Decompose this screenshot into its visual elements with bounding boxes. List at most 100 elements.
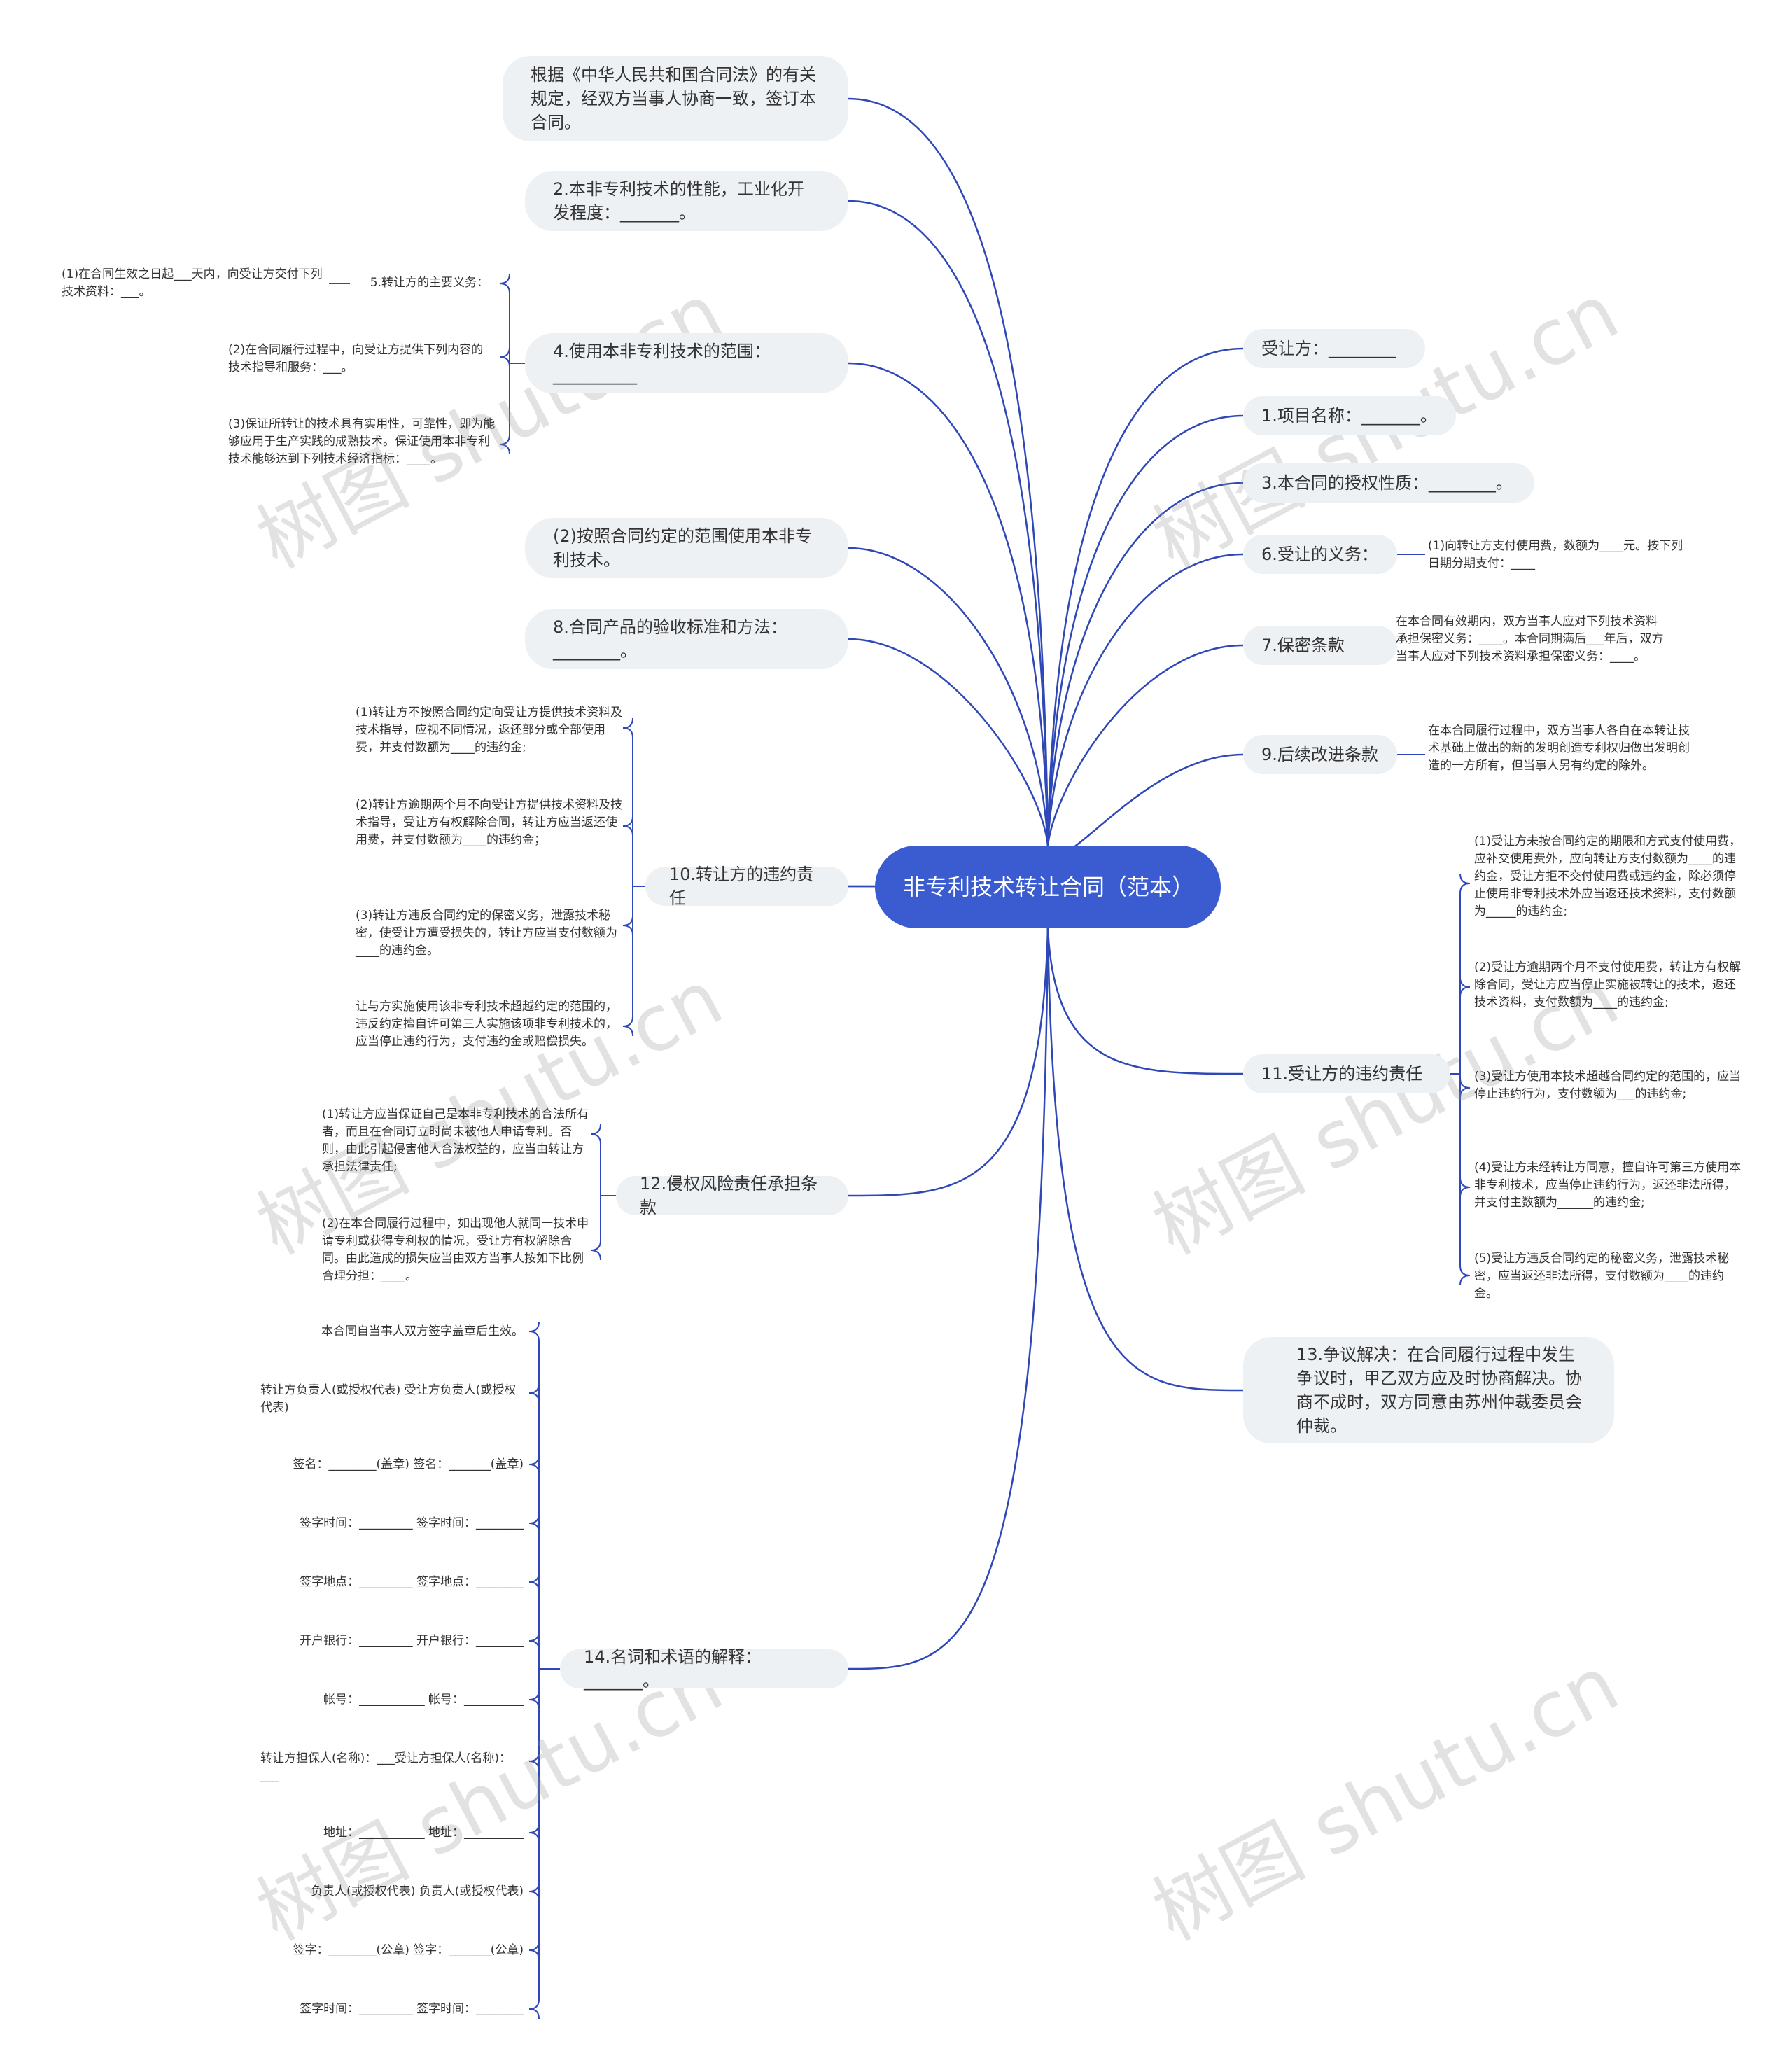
connector <box>528 1630 540 1642</box>
connector <box>848 97 1049 846</box>
connector <box>528 1832 540 1843</box>
leaf-transferee-liability-2: (2)受让方逾期两个月不支付使用费，转让方有权解除合同，受让方应当停止实施被转让… <box>1474 960 1742 1009</box>
leaf-sign-9: 地址：___________ 地址：__________ <box>323 1826 524 1840</box>
leaf-reliability: (3)保证所转让的技术具有实用性，可靠性，即为能够应用于生产实践的成熟技术。保证… <box>228 417 496 466</box>
connector <box>528 1689 540 1700</box>
connector <box>1046 553 1244 846</box>
leaf-sign-4: 签字时间：_________ 签字时间：________ <box>300 1516 524 1530</box>
branch-acceptance[interactable]: 8.合同产品的验收标准和方法：________。 <box>525 609 848 669</box>
connector <box>528 1392 540 1404</box>
leaf-infringement-2: (2)在本合同履行过程中，如出现他人就同一技术申请专利或获得专利权的情况，受让方… <box>322 1217 589 1283</box>
leaf-sign-11: 签字：________(公章) 签字：_______(公章) <box>293 1943 524 1957</box>
connector <box>528 1949 540 1961</box>
connector <box>1460 976 1471 988</box>
leaf-infringement-1: (1)转让方应当保证自己是本非专利技术的合法所有者，而且在合同订立时尚未被他人申… <box>322 1107 589 1174</box>
branch-improvements[interactable]: 9.后续改进条款 <box>1243 735 1397 774</box>
connector <box>1046 927 1244 1392</box>
branch-infringement-risk[interactable]: 12.侵权风险责任承担条款 <box>616 1174 848 1217</box>
branch-usage-scope[interactable]: 4.使用本非专利技术的范围：__________ <box>525 333 848 393</box>
connector <box>622 915 634 926</box>
leaf-pay-fee: (1)向转让方支付使用费，数额为____元。按下列日期分期支付：____ <box>1428 539 1684 570</box>
connector <box>528 2008 540 2019</box>
connector <box>1460 1275 1471 1286</box>
connector <box>528 1331 540 1342</box>
connector <box>499 356 510 368</box>
branch-terms-definition[interactable]: 14.名词和术语的解释：_______。 <box>560 1647 848 1690</box>
connector <box>1460 986 1471 997</box>
leaf-sign-5: 签字地点：_________ 签字地点：________ <box>300 1575 524 1589</box>
leaf-sign-12: 签字时间：_________ 签字时间：________ <box>300 2002 524 2016</box>
connector <box>848 547 1049 846</box>
connector <box>499 444 510 455</box>
connector <box>499 434 510 445</box>
connector <box>528 1751 540 1762</box>
connector <box>528 1321 540 1332</box>
connector <box>622 718 634 729</box>
connector <box>528 1699 540 1710</box>
connector <box>848 200 1049 846</box>
connector <box>1460 883 1471 894</box>
branch-transferee-liability[interactable]: 11.受让方的违约责任 <box>1243 1054 1450 1093</box>
connector <box>528 1454 540 1465</box>
branch-transferee-duties[interactable]: 6.受让的义务： <box>1243 535 1397 574</box>
connector <box>528 1640 540 1651</box>
leaf-sign-10: 负责人(或授权代表) 负责人(或授权代表) <box>311 1884 524 1898</box>
branch-performance[interactable]: 2.本非专利技术的性能，工业化开发程度：_______。 <box>525 171 848 231</box>
connector <box>528 1891 540 1902</box>
connector <box>590 1240 601 1251</box>
connector <box>848 927 1049 1670</box>
connector <box>1460 1077 1471 1088</box>
branch-project-name[interactable]: 1.项目名称：_______。 <box>1243 396 1456 435</box>
connector <box>528 1760 540 1772</box>
leaf-transferee-liability-5: (5)受让方违反合同约定的秘密义务，泄露技术秘密，应当返还非法所得，支付数额为_… <box>1474 1252 1730 1301</box>
branch-transferee[interactable]: 受让方：________ <box>1243 329 1425 368</box>
sub-transferor-duties: 5.转让方的主要义务： <box>370 276 489 290</box>
connector <box>528 1464 540 1475</box>
connector <box>1460 1087 1471 1098</box>
leaf-transferee-liability-4: (4)受让方未经转让方同意，擅自许可第三方使用本非专利技术，应当停止违约行为，返… <box>1474 1161 1742 1210</box>
branch-confidentiality[interactable]: 7.保密条款 <box>1243 626 1397 665</box>
leaf-liability-2: (2)转让方逾期两个月不向受让方提供技术资料及技术指导，受让方有权解除合同，转让… <box>356 798 623 847</box>
connector <box>1460 1265 1471 1276</box>
connector <box>528 1382 540 1394</box>
leaf-improvements: 在本合同履行过程中，双方当事人各自在本转让技术基础上做出的新的发明创造专利权归做… <box>1428 724 1690 773</box>
connector <box>1046 482 1244 846</box>
leaf-sign-1: 本合同自当事人双方签字盖章后生效。 <box>321 1324 524 1338</box>
branch-transferor-liability[interactable]: 10.转让方的违约责任 <box>645 864 848 908</box>
connector <box>499 273 510 284</box>
branch-use-as-agreed[interactable]: (2)按照合同约定的范围使用本非专利技术。 <box>525 518 848 578</box>
connector <box>528 1513 540 1524</box>
leaf-liability-3: (3)转让方违反合同约定的保密义务，泄露技术秘密，使受让方遭受损失的，转让方应当… <box>356 909 617 958</box>
leaf-sign-2: 转让方负责人(或授权代表) 受让方负责人(或授权代表) <box>260 1383 517 1415</box>
connector <box>528 1522 540 1534</box>
connector <box>1046 414 1244 846</box>
connector <box>528 1581 540 1592</box>
connector <box>1460 1177 1471 1188</box>
branch-intro[interactable]: 根据《中华人民共和国合同法》的有关规定，经双方当事人协商一致，签订本合同。 <box>503 56 848 141</box>
leaf-transferee-liability-1: (1)受让方未按合同约定的期限和方式支付使用费，应补交使用费外，应向转让方支付数… <box>1474 834 1742 918</box>
connector <box>622 816 634 827</box>
connector <box>1460 1186 1471 1198</box>
connector <box>848 927 1049 1197</box>
leaf-transferee-liability-3: (3)受让方使用本技术超越合同约定的范围的，应当停止违约行为，支付数额为___的… <box>1474 1070 1742 1101</box>
central-topic[interactable]: 非专利技术转让合同（范本） <box>875 846 1221 928</box>
connector <box>499 283 510 294</box>
connector <box>1046 347 1244 846</box>
branch-dispute-resolution[interactable]: 13.争议解决：在合同履行过程中发生争议时，甲乙双方应及时协商解决。协商不成时，… <box>1243 1337 1614 1443</box>
connector <box>528 1998 540 2010</box>
connector <box>622 1016 634 1027</box>
connector <box>499 346 510 358</box>
connector <box>528 1572 540 1583</box>
leaf-sign-6: 开户银行：_________ 开户银行：________ <box>300 1634 524 1648</box>
connector <box>1046 644 1244 846</box>
connector <box>528 1881 540 1892</box>
leaf-sign-7: 帐号：___________ 帐号：__________ <box>323 1693 524 1707</box>
connector <box>1460 873 1471 884</box>
leaf-guidance: (2)在合同履行过程中，向受让方提供下列内容的技术指导和服务：___。 <box>228 343 484 374</box>
leaf-liability-1: (1)转让方不按照合同约定向受让方提供技术资料及技术指导，应视不同情况，返还部分… <box>356 706 623 755</box>
leaf-confidentiality: 在本合同有效期内，双方当事人应对下列技术资料承担保密义务：____。本合同期满后… <box>1396 615 1664 664</box>
branch-license-nature[interactable]: 3.本合同的授权性质：________。 <box>1243 463 1534 503</box>
connector <box>590 1124 601 1135</box>
leaf-sign-8: 转让方担保人(名称)：___受让方担保人(名称)：___ <box>260 1751 512 1783</box>
connector <box>528 1940 540 1951</box>
